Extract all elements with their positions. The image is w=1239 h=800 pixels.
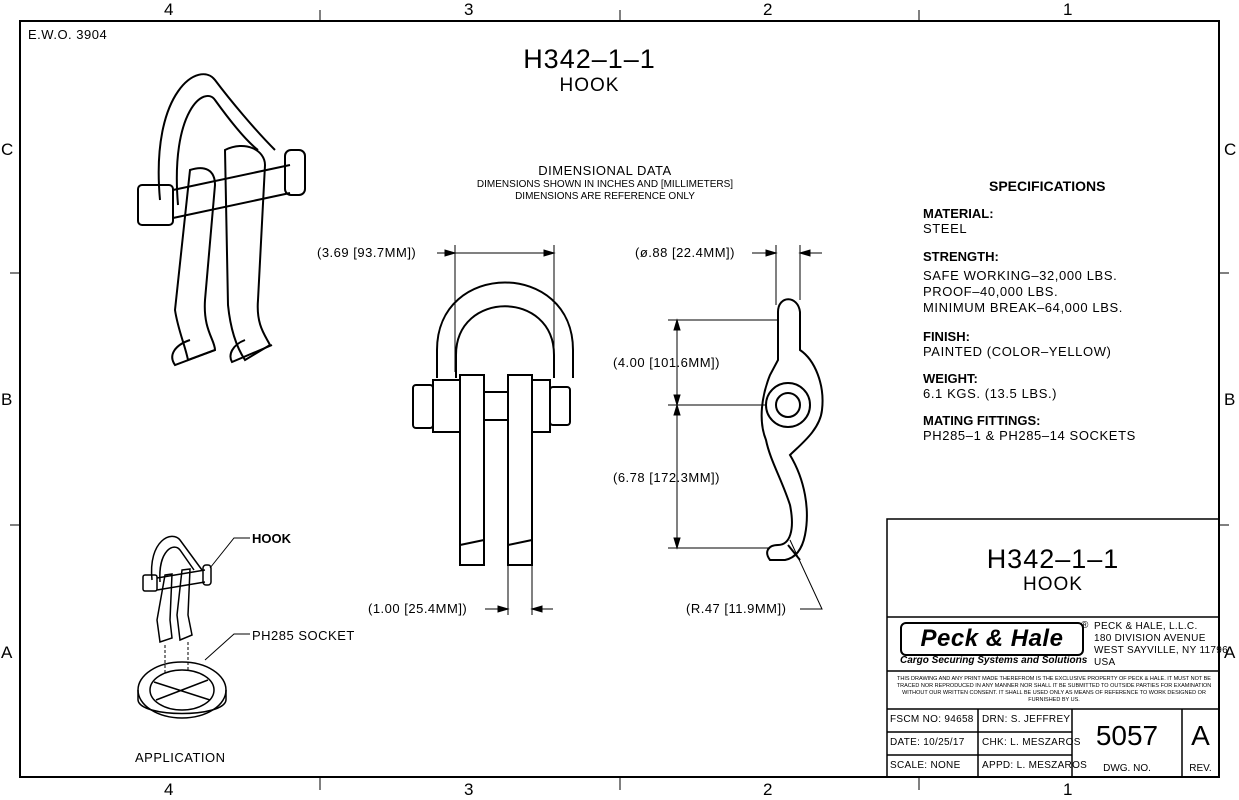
drawing-scale: SCALE: NONE xyxy=(890,760,961,771)
revision-label: REV. xyxy=(1189,763,1212,774)
proprietary-notice: THIS DRAWING AND ANY PRINT MADE THEREFRO… xyxy=(896,676,1212,703)
dim-radius: (R.47 [11.9MM]) xyxy=(686,601,787,616)
company-logo: Peck & Hale xyxy=(900,622,1084,656)
zone-left-b: B xyxy=(1,390,13,409)
spec-mating-label: MATING FITTINGS: xyxy=(923,413,1041,428)
drawing-title-name: HOOK xyxy=(559,75,620,96)
zone-top-2: 2 xyxy=(763,0,773,19)
zone-right-b: B xyxy=(1224,390,1236,409)
drawn-by: DRN: S. JEFFREY xyxy=(982,714,1071,725)
revision: A xyxy=(1191,720,1210,751)
zone-top-1: 1 xyxy=(1063,0,1073,19)
title-block-name: HOOK xyxy=(1023,574,1083,595)
drawing-title-part: H342–1–1 xyxy=(523,44,656,74)
zone-bottom-4: 4 xyxy=(164,780,174,799)
ewo-number: E.W.O. 3904 xyxy=(28,27,108,42)
spec-weight-label: WEIGHT: xyxy=(923,371,978,386)
title-block-part: H342–1–1 xyxy=(986,544,1120,574)
dim-pin-diameter: (ø.88 [22.4MM]) xyxy=(635,245,735,260)
spec-strength-line-1: SAFE WORKING–32,000 LBS. xyxy=(923,268,1118,283)
drawing-number: 5057 xyxy=(1095,720,1159,751)
address-line-1: PECK & HALE, L.L.C. xyxy=(1094,621,1198,632)
application-caption: APPLICATION xyxy=(135,750,226,765)
address-line-2: 180 DIVISION AVENUE xyxy=(1094,633,1206,644)
company-tagline: Cargo Securing Systems and Solutions xyxy=(900,655,1088,666)
checked-by: CHK: L. MESZAROS xyxy=(982,737,1081,748)
dimensional-data-heading: DIMENSIONAL DATA xyxy=(538,163,672,178)
dim-lower-length: (6.78 [172.3MM]) xyxy=(613,470,720,485)
zone-left-c: C xyxy=(1,140,14,159)
dimensional-data-note-2: DIMENSIONS ARE REFERENCE ONLY xyxy=(515,191,695,202)
spec-material-value: STEEL xyxy=(923,221,968,236)
drawing-date: DATE: 10/25/17 xyxy=(890,737,965,748)
zone-top-3: 3 xyxy=(464,0,474,19)
dim-thickness: (1.00 [25.4MM]) xyxy=(368,601,468,616)
zone-bottom-3: 3 xyxy=(464,780,474,799)
specifications-heading: SPECIFICATIONS xyxy=(989,178,1106,194)
approved-by: APPD: L. MESZAROS xyxy=(982,760,1088,771)
spec-finish-value: PAINTED (COLOR–YELLOW) xyxy=(923,344,1112,359)
spec-finish-label: FINISH: xyxy=(923,329,970,344)
spec-mating-value: PH285–1 & PH285–14 SOCKETS xyxy=(923,428,1136,443)
zone-right-c: C xyxy=(1224,140,1237,159)
address-line-3: WEST SAYVILLE, NY 11796 xyxy=(1094,645,1229,656)
spec-strength-label: STRENGTH: xyxy=(923,249,999,264)
dim-upper-length: (4.00 [101.6MM]) xyxy=(613,355,720,370)
zone-bottom-2: 2 xyxy=(763,780,773,799)
zone-left-a: A xyxy=(1,643,13,662)
registered-mark: ® xyxy=(1081,620,1089,631)
isometric-hook-view xyxy=(137,73,306,367)
zone-top-4: 4 xyxy=(164,0,174,19)
drawing-number-label: DWG. NO. xyxy=(1103,763,1151,774)
spec-weight-value: 6.1 KGS. (13.5 LBS.) xyxy=(923,386,1058,401)
front-view xyxy=(412,281,574,566)
dimensional-data-note-1: DIMENSIONS SHOWN IN INCHES AND [MILLIMET… xyxy=(476,179,734,190)
dim-width: (3.69 [93.7MM]) xyxy=(317,245,417,260)
zone-bottom-1: 1 xyxy=(1063,780,1073,799)
zone-right-a: A xyxy=(1224,643,1236,662)
address-line-4: USA xyxy=(1094,657,1116,668)
application-view xyxy=(137,535,227,719)
fscm-number: FSCM NO: 94658 xyxy=(890,714,974,725)
application-socket-label: PH285 SOCKET xyxy=(252,628,355,643)
spec-strength-line-3: MINIMUM BREAK–64,000 LBS. xyxy=(923,300,1123,315)
side-view xyxy=(760,298,824,561)
application-hook-label: HOOK xyxy=(252,531,291,546)
spec-material-label: MATERIAL: xyxy=(923,206,994,221)
spec-strength-line-2: PROOF–40,000 LBS. xyxy=(923,284,1059,299)
